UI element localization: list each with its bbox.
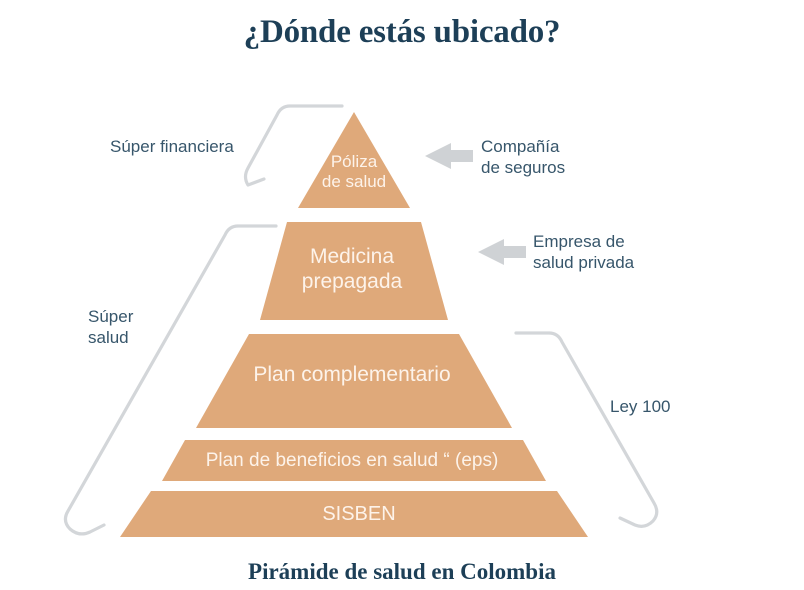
bracket-ley-100 — [514, 331, 659, 528]
annotation-ley-100: Ley 100 — [610, 397, 671, 416]
annotation-compania-de-seguros: Compañía de seguros — [481, 137, 566, 178]
figure-caption: Pirámide de salud en Colombia — [248, 559, 556, 584]
pyramid-tier-2-shape — [260, 222, 448, 320]
pyramid-tier-3-shape — [196, 334, 512, 428]
arrow-left-icon-empresa — [478, 239, 526, 265]
arrow-left-icon-compania — [425, 143, 473, 169]
annotation-empresa-de-salud-privada: Empresa de salud privada — [533, 232, 635, 273]
bracket-super-financiera — [243, 104, 344, 187]
page-title: ¿Dónde estás ubicado? — [243, 14, 561, 50]
annotation-super-financiera: Súper financiera — [110, 137, 234, 156]
bracket-super-salud — [63, 224, 278, 536]
annotation-super-salud: Súper salud — [88, 307, 134, 348]
pyramid-tier-5-shape — [120, 491, 588, 537]
pyramid-tier-1-shape — [298, 112, 410, 208]
pyramid-tier-4-shape — [162, 440, 546, 481]
